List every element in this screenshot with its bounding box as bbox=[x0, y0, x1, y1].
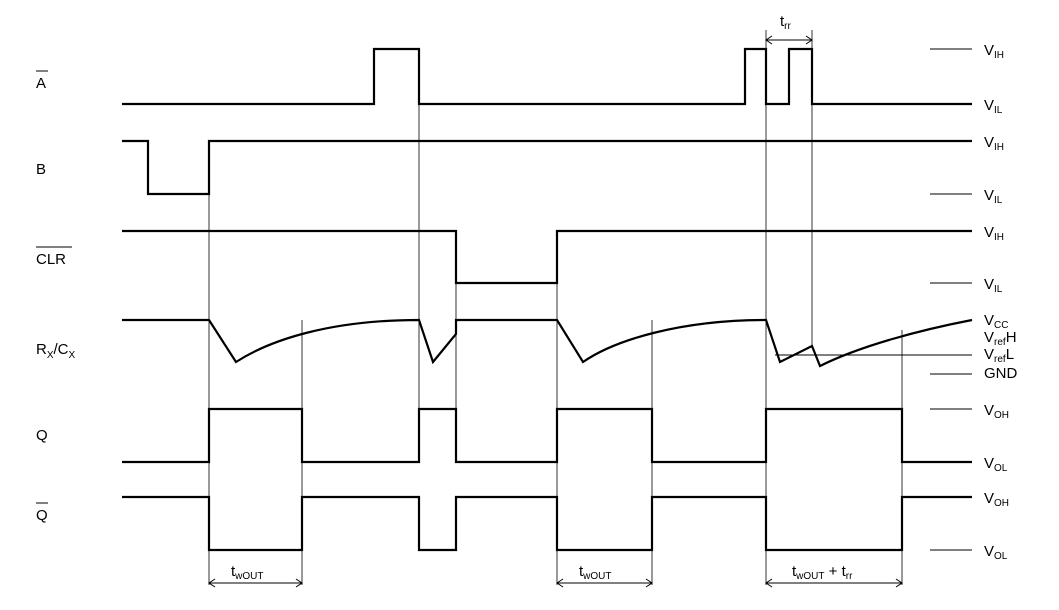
waveform-rxcx bbox=[122, 318, 973, 368]
label-trr: trr bbox=[780, 13, 792, 32]
level-vih: VIH bbox=[984, 42, 1004, 61]
label-a-bar: A bbox=[36, 70, 48, 92]
level-ticks bbox=[775, 48, 972, 551]
level-voh: VOH bbox=[984, 490, 1009, 509]
signal-label-rxcx: RX/CX bbox=[36, 341, 76, 361]
label-twout: twOUT bbox=[579, 563, 612, 582]
level-vcc: VCC bbox=[984, 312, 1008, 331]
waveform-a-bar bbox=[122, 47, 972, 106]
twout-arrow-1 bbox=[208, 578, 303, 588]
level-vil: VIL bbox=[984, 276, 1003, 295]
guide-lines bbox=[208, 30, 903, 585]
waveform-q-bar bbox=[122, 495, 972, 552]
level-vil: VIL bbox=[984, 187, 1003, 206]
level-vih: VIH bbox=[984, 134, 1004, 153]
waveform-clr-bar bbox=[122, 229, 972, 285]
level-vol: VOL bbox=[984, 455, 1008, 474]
arrow-head-left bbox=[556, 578, 564, 588]
label-twout-plus-trr: twOUT + trr bbox=[792, 563, 853, 582]
waveform-q bbox=[122, 407, 972, 464]
level-vol: VOL bbox=[984, 543, 1008, 562]
label-q-bar: Q bbox=[36, 502, 48, 524]
twout-trr-arrow bbox=[765, 578, 903, 588]
signal-label-clr: CLR bbox=[36, 251, 66, 268]
twout-arrow-2 bbox=[556, 578, 653, 588]
trr-arrow bbox=[765, 35, 813, 45]
arrow-head-left bbox=[208, 578, 216, 588]
level-voh: VOH bbox=[984, 402, 1009, 421]
level-vil: VIL bbox=[984, 97, 1003, 116]
arrow-head-right bbox=[645, 578, 653, 588]
signal-label-b: B bbox=[36, 161, 46, 178]
label-clr-bar: CLR bbox=[36, 246, 72, 268]
label-twout: twOUT bbox=[231, 563, 264, 582]
signal-label-q: Q bbox=[36, 427, 48, 444]
arrow-head-left bbox=[765, 578, 773, 588]
signal-label-q-bar: Q bbox=[36, 507, 48, 524]
arrow-head-left bbox=[765, 35, 773, 45]
signal-label-a: A bbox=[36, 75, 46, 92]
arrow-head-right bbox=[805, 35, 813, 45]
level-gnd: GND bbox=[984, 365, 1018, 382]
arrow-head-right bbox=[895, 578, 903, 588]
level-vrefh: VrefH bbox=[984, 329, 1017, 348]
level-vih: VIH bbox=[984, 224, 1004, 243]
level-vrefl: VrefL bbox=[984, 346, 1014, 365]
waveform-b bbox=[122, 139, 972, 196]
arrow-head-right bbox=[295, 578, 303, 588]
